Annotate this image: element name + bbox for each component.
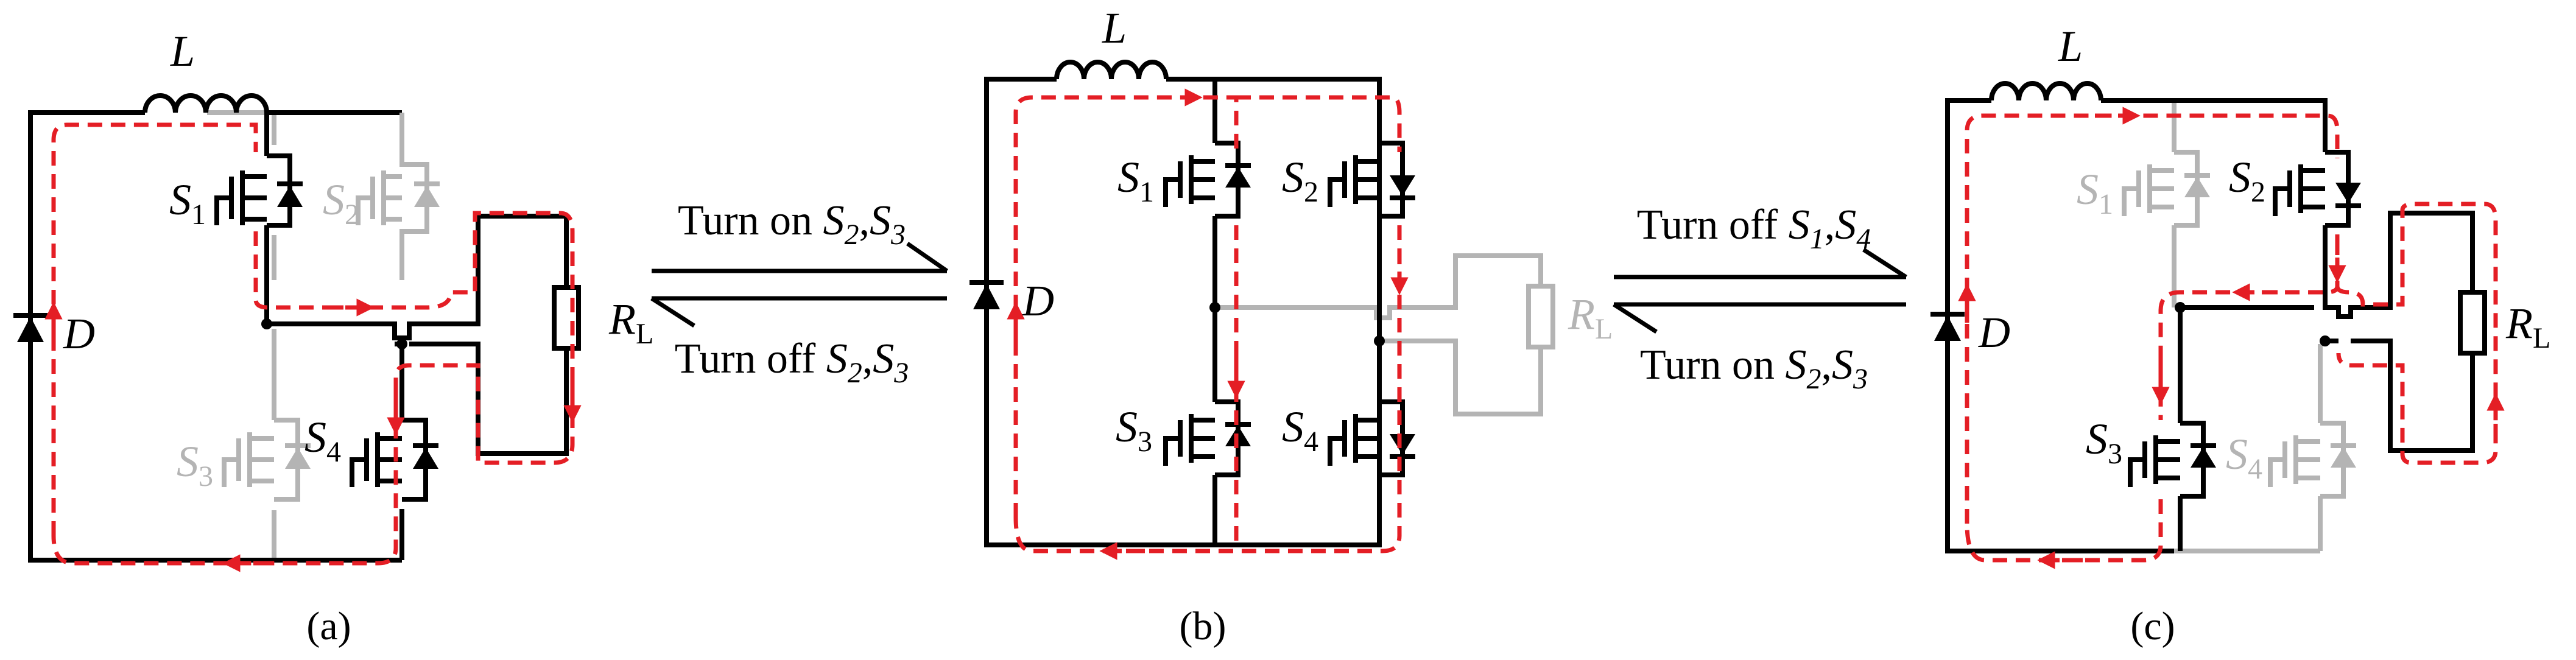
load-resistor: RL: [1526, 284, 1613, 349]
inductor: L: [1989, 22, 2103, 101]
switch-s2-label: S2: [2229, 153, 2265, 208]
switch-s3-label: S3: [1116, 402, 1152, 458]
load-label: RL: [1568, 290, 1613, 345]
inductor: L: [143, 27, 269, 113]
current-path: [1007, 88, 1409, 560]
inductor-label: L: [170, 27, 195, 75]
diode-label: D: [63, 309, 95, 358]
switch-s1-label: S1: [2077, 165, 2113, 220]
panel-c: L D S1: [1930, 22, 2550, 648]
switch-s1: [214, 170, 303, 225]
load-resistor: RL: [2458, 290, 2550, 356]
panel-a: L D S1: [13, 27, 653, 648]
diode-label: D: [1978, 308, 2010, 357]
switch-s4: [2268, 421, 2356, 499]
transition-2-top: Turn off S1,S4: [1637, 202, 1871, 255]
switch-s3: [222, 418, 311, 502]
switch-s1-label: S1: [169, 175, 206, 231]
transition-2-bottom: Turn on S2,S3: [1640, 342, 1868, 395]
switch-s4: [350, 418, 438, 502]
transition-2: Turn off S1,S4 Turn on S2,S3: [1613, 202, 1907, 395]
switch-s4-label: S4: [1282, 402, 1318, 458]
diode-label: D: [1022, 276, 1054, 325]
caption-c: (c): [2130, 604, 2175, 648]
diode: D: [1930, 308, 2010, 357]
inductor-label: L: [1102, 4, 1127, 52]
diode: D: [13, 309, 95, 358]
switch-s2-label: S2: [1282, 153, 1318, 208]
load-label: RL: [608, 295, 653, 350]
switch-s1: [2122, 150, 2210, 228]
switch-s4-label: S4: [304, 413, 341, 468]
switch-s4: [1328, 399, 1415, 477]
transition-1: Turn on S2,S3 Turn off S2,S3: [650, 197, 948, 389]
current-path: [1958, 107, 2505, 569]
switch-s2: [1328, 141, 1415, 219]
switch-s1: [1163, 141, 1251, 219]
current-path: [44, 122, 582, 572]
caption-b: (b): [1180, 604, 1226, 648]
switch-s1-label: S1: [1117, 153, 1154, 208]
inductor-label: L: [2058, 22, 2083, 71]
switch-s2: [356, 113, 440, 280]
caption-a: (a): [306, 604, 351, 648]
transition-1-top: Turn on S2,S3: [678, 197, 906, 251]
switch-s2: [2273, 150, 2361, 228]
switch-s3-label: S3: [177, 437, 213, 493]
switch-s3: [2128, 421, 2216, 499]
transition-1-bottom: Turn off S2,S3: [675, 335, 909, 389]
panel-b: L D S1: [970, 4, 1613, 648]
diode: D: [970, 276, 1054, 325]
switch-s3-label: S3: [2086, 415, 2122, 470]
load-label: RL: [2505, 299, 2550, 354]
switch-s2-label: S2: [323, 175, 359, 231]
switch-s4-label: S4: [2226, 430, 2262, 485]
inductor: L: [1054, 4, 1169, 80]
load-resistor: RL: [552, 285, 653, 351]
